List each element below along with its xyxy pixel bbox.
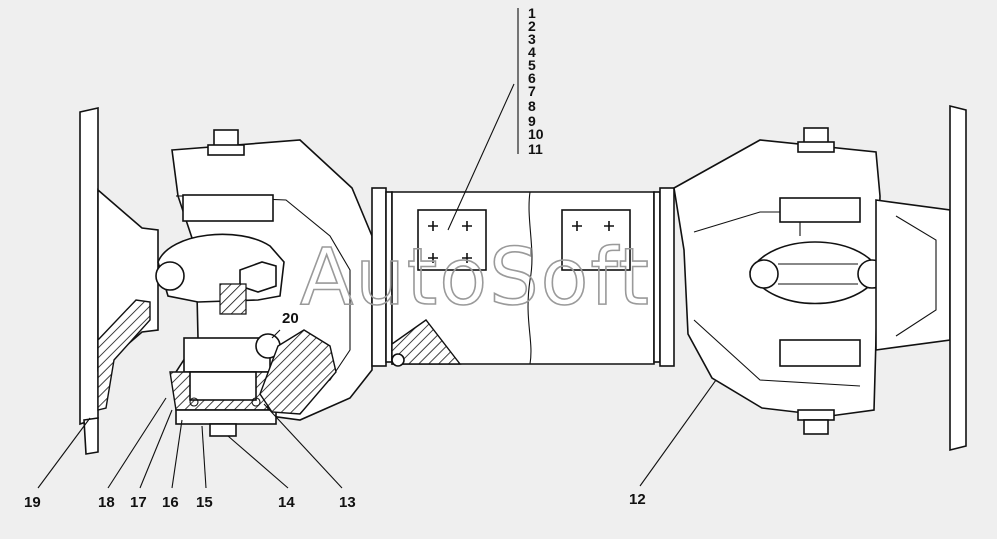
left-bearing-cup bbox=[169, 329, 337, 437]
callout-20: 20 bbox=[282, 310, 299, 327]
watermark: AutoSoft bbox=[300, 233, 651, 323]
info-plate-right bbox=[561, 209, 631, 271]
right-yoke-lower-bore bbox=[779, 339, 861, 367]
left-yoke-bore bbox=[182, 194, 274, 222]
callout-10: 10 bbox=[528, 126, 544, 142]
right-yoke-upper-bore bbox=[779, 197, 861, 223]
callout-6: 6 bbox=[528, 70, 536, 86]
left-spider bbox=[155, 233, 285, 315]
callout-12: 12 bbox=[629, 491, 646, 508]
left-flange bbox=[79, 107, 159, 455]
callout-11: 11 bbox=[528, 141, 543, 157]
callout-4: 4 bbox=[528, 44, 536, 60]
callout-17: 17 bbox=[130, 494, 147, 511]
callout-1: 1 bbox=[528, 5, 536, 21]
callout-9: 9 bbox=[528, 113, 536, 129]
leader-lines bbox=[37, 8, 717, 489]
callout-16: 16 bbox=[162, 494, 179, 511]
callout-5: 5 bbox=[528, 57, 536, 73]
flange-section-hatch bbox=[97, 299, 151, 411]
callout-8: 8 bbox=[528, 98, 536, 114]
callout-18: 18 bbox=[98, 494, 115, 511]
callout-3: 3 bbox=[528, 31, 536, 47]
bottom-bolt bbox=[209, 423, 237, 437]
right-flange bbox=[875, 104, 967, 452]
callout-15: 15 bbox=[196, 494, 213, 511]
callout-stack: 1 2 3 4 5 6 7 8 9 10 11 bbox=[528, 5, 544, 157]
callout-7: 7 bbox=[528, 83, 536, 99]
bottom-callouts: 19 18 17 16 15 14 13 12 20 bbox=[24, 310, 646, 511]
callout-14: 14 bbox=[278, 494, 295, 511]
callout-13: 13 bbox=[339, 494, 356, 511]
right-bottom-bolt bbox=[803, 419, 829, 435]
callout-19: 19 bbox=[24, 494, 41, 511]
callout-2: 2 bbox=[528, 18, 536, 34]
